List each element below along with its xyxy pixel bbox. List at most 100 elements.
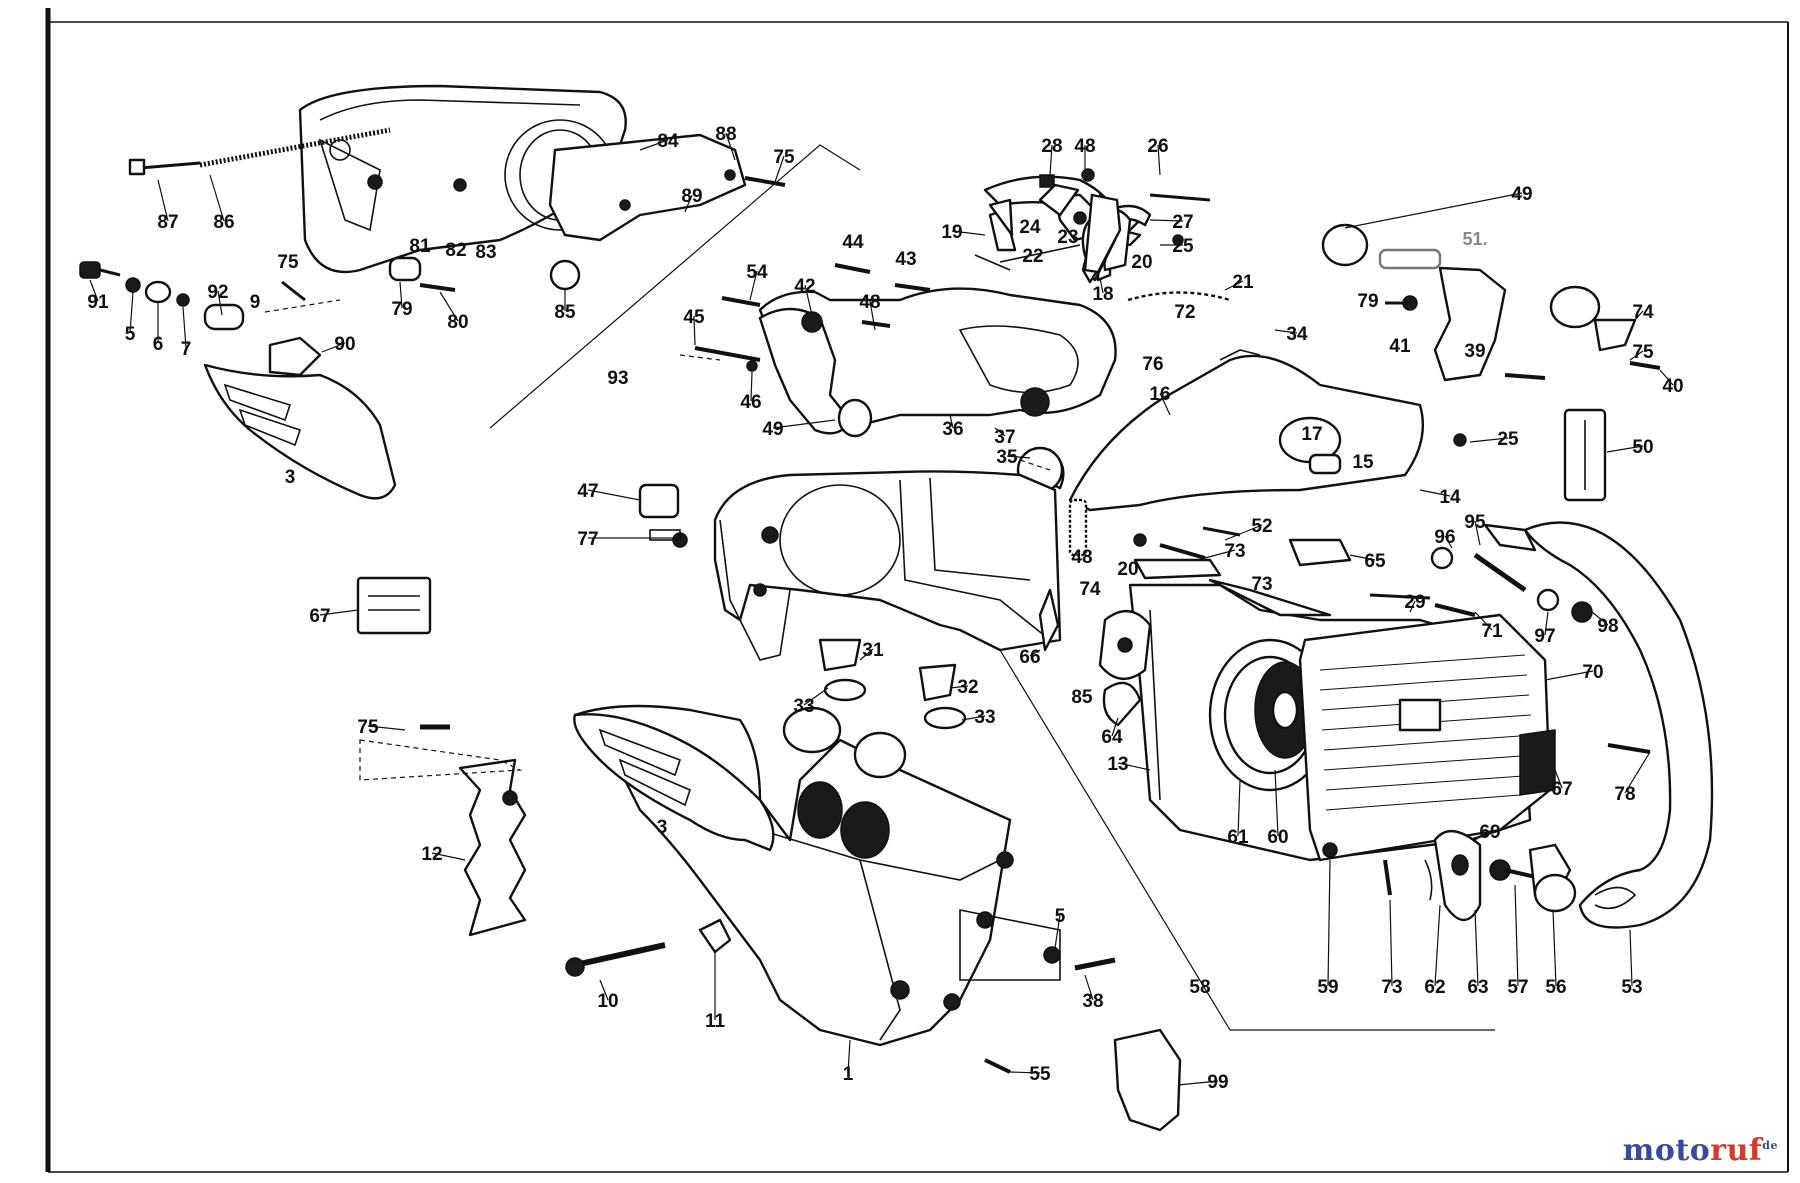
leader-line-54 xyxy=(749,270,758,301)
part-label-63: 63 xyxy=(1467,977,1488,998)
part-label-79b: 79 xyxy=(1357,291,1378,312)
part-label-3a: 3 xyxy=(285,467,296,488)
part-label-85b: 85 xyxy=(1071,687,1093,708)
part-label-49a: 49 xyxy=(762,419,783,440)
page-frame xyxy=(45,8,1789,1173)
part-label-42: 42 xyxy=(794,276,815,297)
part-label-19: 19 xyxy=(941,222,962,243)
part-label-78: 78 xyxy=(1614,784,1635,805)
part-label-18: 18 xyxy=(1092,284,1113,305)
leader-line-88 xyxy=(725,132,736,161)
part-label-23: 23 xyxy=(1057,227,1078,248)
leader-line-26 xyxy=(1157,144,1161,176)
watermark-part-c: de xyxy=(1762,1139,1778,1152)
part-label-6: 6 xyxy=(153,334,164,355)
part-label-87: 87 xyxy=(157,212,178,233)
part-label-48b: 48 xyxy=(859,292,880,313)
leader-line-35 xyxy=(1006,455,1031,459)
part-label-75a: 75 xyxy=(773,147,795,168)
part-label-38: 38 xyxy=(1082,991,1103,1012)
part-label-74b: 74 xyxy=(1079,579,1101,600)
leader-line-57 xyxy=(1514,884,1519,987)
leader-line-92 xyxy=(217,290,223,316)
leader-line-25b xyxy=(1469,437,1509,443)
front-handle-bar xyxy=(1483,521,1714,929)
part-label-14: 14 xyxy=(1439,487,1461,508)
leader-line-75d xyxy=(367,725,406,731)
part-label-46: 46 xyxy=(740,392,761,413)
engine-housing xyxy=(638,470,1088,661)
part-label-12: 12 xyxy=(421,844,442,865)
leader-line-28 xyxy=(1049,144,1053,176)
part-label-97: 97 xyxy=(1534,626,1555,647)
leader-line-1 xyxy=(847,1039,851,1074)
part-label-16: 16 xyxy=(1149,384,1170,405)
leader-line-60 xyxy=(1274,769,1279,837)
leader-line-27 xyxy=(1149,219,1184,222)
part-label-40: 40 xyxy=(1662,376,1683,397)
part-label-17: 17 xyxy=(1301,424,1322,445)
part-label-69: 69 xyxy=(1479,822,1500,843)
dashed-guides xyxy=(264,299,1495,1031)
leader-line-70 xyxy=(1544,670,1594,681)
leader-line-33b xyxy=(961,715,986,721)
leader-line-61 xyxy=(1237,779,1241,837)
part-label-76a: 76 xyxy=(1142,354,1163,375)
leader-line-13 xyxy=(1117,762,1151,771)
part-label-32: 32 xyxy=(957,677,978,698)
leader-line-85b xyxy=(1081,694,1086,697)
part-label-96: 96 xyxy=(1434,527,1455,548)
starter-assembly xyxy=(1038,526,1651,922)
leader-line-5b xyxy=(1054,914,1061,949)
leader-line-55 xyxy=(1009,1071,1041,1074)
leader-line-99 xyxy=(1177,1080,1219,1086)
leader-line-46 xyxy=(750,371,753,402)
part-label-52: 52 xyxy=(1251,516,1272,537)
bracket-93 xyxy=(489,144,861,429)
part-label-75d: 75 xyxy=(357,717,379,738)
part-label-50: 50 xyxy=(1632,437,1653,458)
part-label-35: 35 xyxy=(996,447,1018,468)
leader-line-19 xyxy=(951,230,986,236)
bumper-spike-assembly-top xyxy=(79,261,397,500)
part-label-56: 56 xyxy=(1545,977,1566,998)
leader-line-65 xyxy=(1349,554,1376,561)
part-label-75c: 75 xyxy=(1632,342,1654,363)
leader-line-52 xyxy=(1224,524,1263,541)
leader-line-89 xyxy=(684,194,693,213)
part-label-72: 72 xyxy=(1174,302,1195,323)
part-label-82: 82 xyxy=(445,240,466,261)
part-label-48c: 48 xyxy=(1071,547,1092,568)
part-label-71: 71 xyxy=(1481,621,1503,642)
part-label-44: 44 xyxy=(842,232,864,253)
part-label-64: 64 xyxy=(1101,727,1123,748)
leader-line-75c xyxy=(1629,350,1644,361)
part-label-3b: 3 xyxy=(657,817,668,838)
part-label-36: 36 xyxy=(942,419,963,440)
leader-line-62 xyxy=(1434,904,1441,987)
part-label-39: 39 xyxy=(1464,341,1485,362)
part-label-48a: 48 xyxy=(1074,136,1095,157)
part-label-25a: 25 xyxy=(1172,236,1194,257)
part-label-61: 61 xyxy=(1227,827,1249,848)
part-label-89: 89 xyxy=(681,186,702,207)
leader-line-63 xyxy=(1474,909,1479,987)
leader-line-49b xyxy=(1344,192,1523,229)
part-label-91: 91 xyxy=(87,292,109,313)
leader-line-10 xyxy=(599,979,609,1001)
leader-line-45 xyxy=(693,315,696,346)
part-label-20b: 20 xyxy=(1117,559,1138,580)
leader-line-86 xyxy=(209,174,225,222)
part-label-26: 26 xyxy=(1147,136,1168,157)
part-label-67b: 67 xyxy=(1551,779,1572,800)
part-label-9: 9 xyxy=(250,292,261,313)
part-label-98: 98 xyxy=(1597,616,1618,637)
leader-line-98 xyxy=(1591,611,1609,626)
crankcase-tank xyxy=(573,638,1061,1047)
part-label-62: 62 xyxy=(1424,977,1445,998)
part-label-27: 27 xyxy=(1172,212,1193,233)
lower-fasteners xyxy=(565,918,1116,1074)
leader-line-67b xyxy=(1554,769,1563,789)
part-label-47: 47 xyxy=(577,481,598,502)
